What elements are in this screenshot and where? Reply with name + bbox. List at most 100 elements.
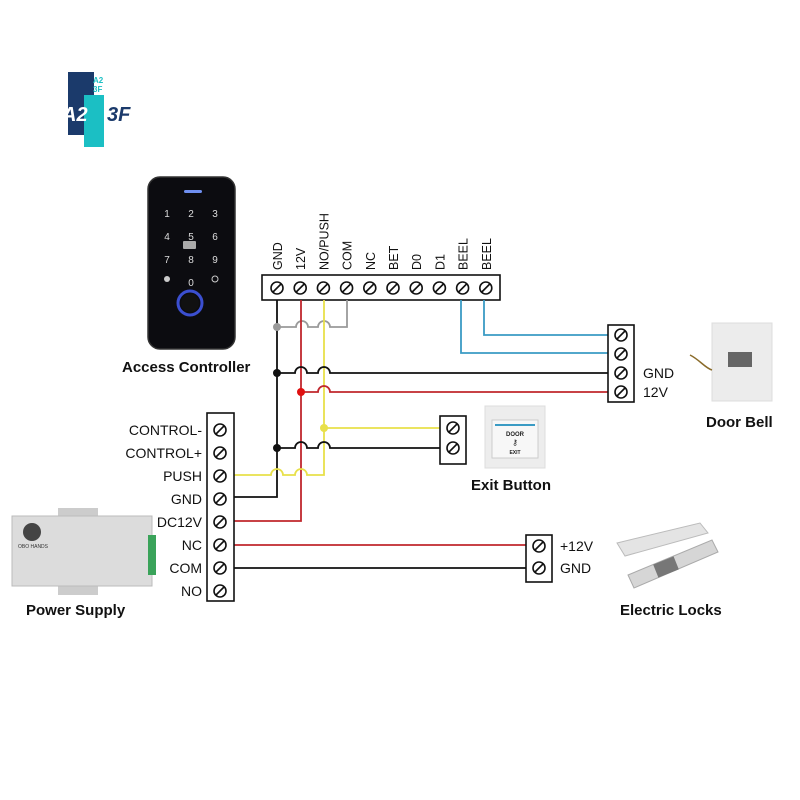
controller-terminal-screw <box>270 281 284 295</box>
wire-exit-black <box>277 441 440 449</box>
settings-key-icon <box>164 276 170 282</box>
power-supply-device: OBO HANDS Power Supply <box>11 508 156 619</box>
junction-black-2 <box>273 444 281 452</box>
controller-terminal-screw <box>386 281 400 295</box>
power-terminal-label: NC <box>182 537 202 553</box>
controller-terminal-screw <box>362 281 377 295</box>
electric-locks-label: Electric Locks <box>620 602 722 619</box>
wire-12v-red <box>233 300 302 522</box>
keypad-key: 5 <box>188 232 194 243</box>
lock-terminal-label: GND <box>560 560 591 576</box>
controller-terminal-screw <box>478 281 493 295</box>
exit-button-face <box>491 419 539 459</box>
exit-button-stripe <box>495 424 535 426</box>
power-terminal-label: PUSH <box>163 468 202 484</box>
logo-main-text: A2 <box>61 104 88 126</box>
power-terminal-label: CONTROL- <box>129 422 202 438</box>
controller-terminal-label: D0 <box>410 254 424 270</box>
controller-terminal-screw <box>339 281 354 295</box>
doorbell-wire <box>689 354 713 371</box>
logo-teal-block <box>84 95 104 147</box>
power-supply-label: Power Supply <box>26 602 126 619</box>
exit-terminal-screw <box>446 421 460 435</box>
doorbell-terminal-label: 12V <box>643 384 669 400</box>
power-terminal-screw <box>213 492 227 506</box>
psu-terminal-strip <box>148 535 156 575</box>
keypad-key: 3 <box>212 209 218 220</box>
strike-lock-mechanism <box>653 556 679 578</box>
keypad-key: 7 <box>164 255 170 266</box>
controller-terminal-label: NO/PUSH <box>317 213 331 270</box>
wire-push-yellow <box>233 300 325 476</box>
exit-terminal-screw <box>446 441 460 455</box>
power-terminal-label: NO <box>181 583 202 599</box>
wire-doorbell-gnd <box>277 366 610 374</box>
doorbell-label-plate <box>728 352 752 367</box>
keypad-key: 0 <box>188 278 194 289</box>
exit-button-label: Exit Button <box>471 477 551 494</box>
key-icon: ⚷ <box>512 438 518 447</box>
maglock-icon <box>616 522 709 557</box>
junction-yellow <box>320 424 328 432</box>
doorbell-terminal-screw <box>614 385 628 399</box>
lock-terminal-screw <box>532 539 546 553</box>
fingerprint-sensor-inner <box>181 294 199 312</box>
power-terminal-screw <box>213 584 227 598</box>
logo-sub-bottom: 3F <box>93 85 102 94</box>
wire-beel-1 <box>460 300 610 354</box>
door-bell-device: Door Bell <box>689 322 773 431</box>
lock-terminal-screw <box>532 561 546 575</box>
psu-tab-top <box>58 508 98 518</box>
fingerprint-sensor-icon <box>176 289 204 317</box>
bell-key-icon <box>211 275 219 283</box>
exit-face-top: DOOR <box>506 432 525 438</box>
keypad-key: 2 <box>188 209 194 220</box>
psu-logo-icon <box>23 523 41 541</box>
wire-doorbell-12v <box>301 385 610 393</box>
power-terminal-screw <box>213 446 227 460</box>
wire-beel-2 <box>483 300 610 336</box>
controller-terminal-label: BEEL <box>480 238 494 270</box>
keypad-key: 4 <box>164 232 170 243</box>
controller-terminal-screw <box>316 281 331 295</box>
power-terminal-screw <box>213 469 227 483</box>
wire-gnd-black <box>233 300 278 498</box>
logo-suffix: 3F <box>107 104 131 126</box>
controller-body <box>147 176 236 350</box>
doorbell-terminal-screw <box>614 366 628 380</box>
brand-logo: A2 A2 3F 3F <box>61 72 131 147</box>
power-terminal-label: CONTROL+ <box>125 445 202 461</box>
psu-brand: OBO HANDS <box>18 544 49 550</box>
doorbell-terminal-label: GND <box>643 365 674 381</box>
power-terminal-label: DC12V <box>157 514 203 530</box>
controller-terminal-label: BEEL <box>457 238 471 270</box>
power-terminal-screw <box>213 423 227 437</box>
doorbell-terminal-screw <box>614 328 628 342</box>
doorbell-terminal-block: GND 12V <box>607 324 674 403</box>
controller-terminal-screw <box>432 281 447 295</box>
psu-tab-bottom <box>58 585 98 595</box>
wire-com-gray <box>277 300 348 328</box>
junction-black-1 <box>273 369 281 377</box>
keypad-key: 6 <box>212 232 218 243</box>
power-terminal-label: GND <box>171 491 202 507</box>
electric-locks-device: Electric Locks <box>616 522 722 619</box>
keypad-key: 1 <box>164 209 170 220</box>
card-reader-icon <box>183 241 196 249</box>
exit-face-bottom: EXIT <box>509 450 520 456</box>
junctions <box>273 323 328 452</box>
power-terminal-screw <box>213 561 227 575</box>
doorbell-terminal-screw <box>614 347 628 361</box>
controller-terminal-label: NC <box>364 252 378 270</box>
controller-led <box>184 190 202 193</box>
logo-sub-top: A2 <box>93 76 104 85</box>
controller-terminal-label: BET <box>387 245 401 270</box>
lock-terminal-label: +12V <box>560 538 594 554</box>
power-terminal-screw <box>213 515 227 529</box>
controller-terminal-screw <box>293 281 308 295</box>
